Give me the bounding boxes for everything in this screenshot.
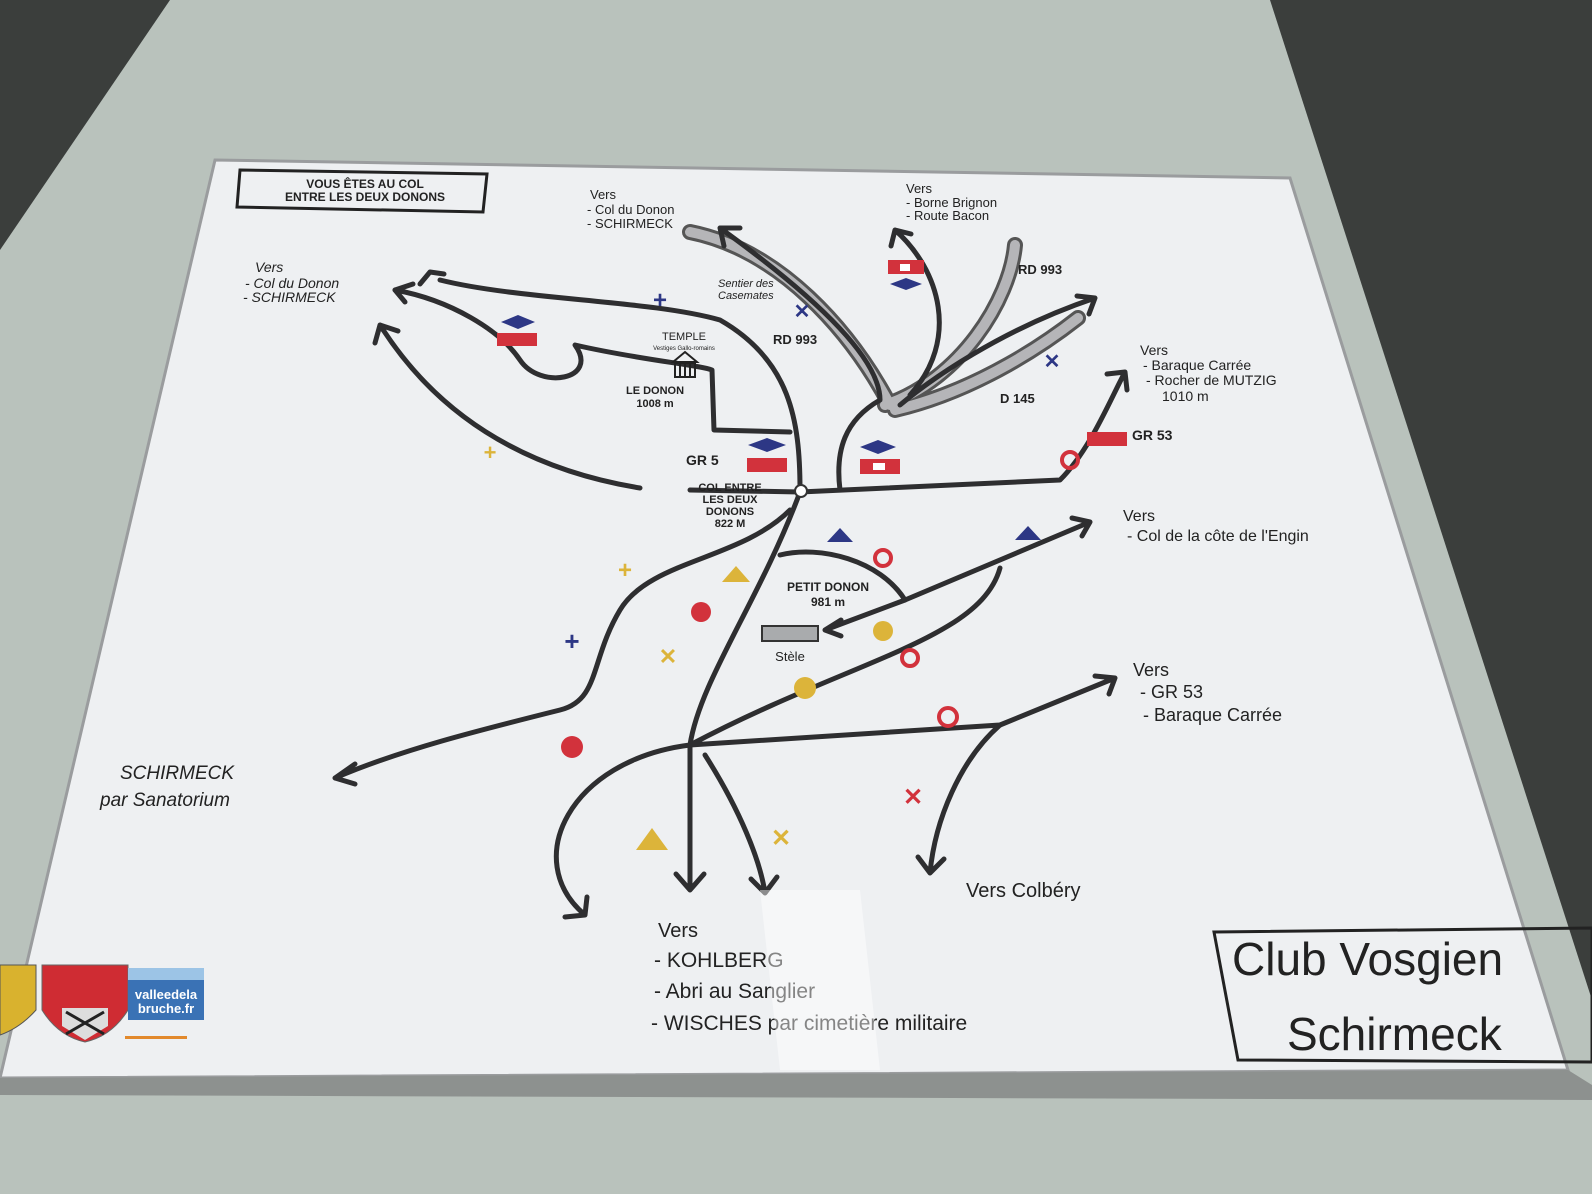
label-n-2: - SCHIRMECK bbox=[587, 216, 673, 231]
label-ne-2: - Route Bacon bbox=[906, 208, 989, 223]
light-glare bbox=[760, 890, 880, 1070]
blue-x-marker: ✕ bbox=[1044, 351, 1061, 373]
label-engin-vers: Vers bbox=[1123, 508, 1155, 525]
temple-icon bbox=[670, 350, 700, 378]
yellow-triangle-marker bbox=[722, 566, 750, 582]
svg-text:bruche.fr: bruche.fr bbox=[138, 1001, 194, 1016]
blue-cross-marker: + bbox=[564, 626, 579, 656]
red-dot-marker bbox=[691, 602, 711, 622]
label-nw-2: - SCHIRMECK bbox=[243, 289, 336, 305]
label-schirmeck: SCHIRMECK bbox=[120, 763, 235, 784]
red-ring-marker bbox=[873, 548, 893, 568]
red-ring-marker bbox=[937, 706, 959, 728]
label-sentier-1: Sentier des bbox=[718, 278, 774, 290]
label-le-donon-alt: 1008 m bbox=[636, 398, 674, 410]
label-col-1: COL ENTRE bbox=[698, 482, 761, 494]
label-gr53: GR 53 bbox=[1132, 427, 1173, 443]
label-s-1: - KOHLBERG bbox=[654, 949, 784, 972]
label-e-vers: Vers bbox=[1140, 342, 1168, 358]
label-ne-1: - Borne Brignon bbox=[906, 195, 997, 210]
blue-diamond-marker bbox=[860, 440, 896, 454]
label-s-vers: Vers bbox=[658, 920, 698, 942]
label-ne-vers: Vers bbox=[906, 181, 933, 196]
label-sanatorium: par Sanatorium bbox=[99, 790, 230, 811]
red-rectangle-marker bbox=[1087, 432, 1127, 446]
you-are-here-marker bbox=[794, 484, 808, 498]
yellow-cross-marker: + bbox=[618, 557, 632, 584]
labels: Vers - Col du Donon - SCHIRMECK Vers - C… bbox=[99, 181, 1309, 1035]
blue-triangle-marker bbox=[1015, 526, 1041, 540]
label-s-2: - Abri au Sanglier bbox=[654, 980, 815, 1003]
label-rd993-b: RD 993 bbox=[1018, 262, 1062, 277]
header-box: VOUS ÊTES AU COL ENTRE LES DEUX DONONS bbox=[235, 168, 489, 214]
label-colbery: Vers Colbéry bbox=[966, 880, 1081, 902]
blue-diamond-marker bbox=[501, 315, 535, 329]
header-line-2: ENTRE LES DEUX DONONS bbox=[285, 190, 445, 204]
yellow-dot-marker bbox=[873, 621, 893, 641]
label-se-vers: Vers bbox=[1133, 660, 1169, 680]
club-box: Club Vosgien Schirmeck bbox=[1212, 926, 1592, 1064]
coat-of-arms-yellow-logo bbox=[0, 964, 37, 1036]
valleedelabruche-logo bbox=[128, 975, 204, 1020]
yellow-x-marker: ✕ bbox=[771, 825, 791, 852]
red-dot-marker bbox=[561, 736, 583, 758]
blue-x-marker: ✕ bbox=[794, 301, 811, 323]
label-rd993-a: RD 993 bbox=[773, 332, 817, 347]
label-n-1: - Col du Donon bbox=[587, 202, 674, 217]
board-edge bbox=[0, 1070, 1592, 1100]
label-gr5: GR 5 bbox=[686, 452, 719, 468]
header-line-1: VOUS ÊTES AU COL bbox=[306, 176, 424, 191]
label-s-3: - WISCHES par cimetière militaire bbox=[651, 1012, 967, 1035]
label-e-3: 1010 m bbox=[1162, 388, 1209, 404]
yellow-x-marker: ✕ bbox=[659, 644, 677, 669]
label-temple: TEMPLE bbox=[662, 331, 706, 343]
label-col-2: LES DEUX bbox=[702, 494, 758, 506]
label-le-donon: LE DONON bbox=[626, 385, 684, 397]
label-e-1: - Baraque Carrée bbox=[1143, 357, 1251, 373]
label-stele: Stèle bbox=[775, 649, 805, 664]
red-ring-marker bbox=[1060, 450, 1080, 470]
label-d145: D 145 bbox=[1000, 391, 1035, 406]
valleedelabruche-logo-text: valleedela bbox=[135, 987, 198, 1002]
label-petit-donon-alt: 981 m bbox=[811, 595, 845, 609]
red-ring-marker bbox=[900, 648, 920, 668]
stele-icon bbox=[761, 625, 819, 642]
label-col-3: DONONS bbox=[706, 506, 754, 518]
markers: + + + + ✕ ✕ ✕ ✕ ✕ bbox=[484, 260, 1127, 852]
logos: valleedela bruche.fr bbox=[0, 964, 204, 1043]
label-sentier-2: Casemates bbox=[718, 290, 774, 302]
blue-triangle-marker bbox=[827, 528, 853, 542]
label-engin-1: - Col de la côte de l'Engin bbox=[1127, 528, 1309, 545]
yellow-dot-marker bbox=[794, 677, 816, 699]
club-name: Club Vosgien bbox=[1232, 933, 1503, 985]
red-rectangle-marker bbox=[747, 458, 787, 472]
label-e-2: - Rocher de MUTZIG bbox=[1146, 372, 1277, 388]
label-petit-donon: PETIT DONON bbox=[787, 580, 869, 594]
label-se-1: - GR 53 bbox=[1140, 682, 1203, 702]
yellow-triangle-marker bbox=[636, 828, 668, 850]
label-se-2: - Baraque Carrée bbox=[1143, 705, 1282, 725]
blue-diamond-marker bbox=[748, 438, 786, 452]
label-temple-sub: Vestiges Gallo-romains bbox=[653, 346, 715, 352]
label-n-vers: Vers bbox=[590, 187, 617, 202]
red-rectangle-marker bbox=[497, 333, 537, 346]
blue-cross-marker: + bbox=[653, 287, 667, 314]
label-nw-vers: Vers bbox=[255, 259, 283, 275]
club-city: Schirmeck bbox=[1287, 1008, 1503, 1060]
yellow-cross-marker: + bbox=[484, 440, 497, 465]
blue-diamond-marker bbox=[890, 278, 922, 290]
red-x-marker: ✕ bbox=[903, 784, 923, 811]
label-nw-1: - Col du Donon bbox=[245, 275, 339, 291]
label-col-4: 822 M bbox=[715, 518, 746, 530]
